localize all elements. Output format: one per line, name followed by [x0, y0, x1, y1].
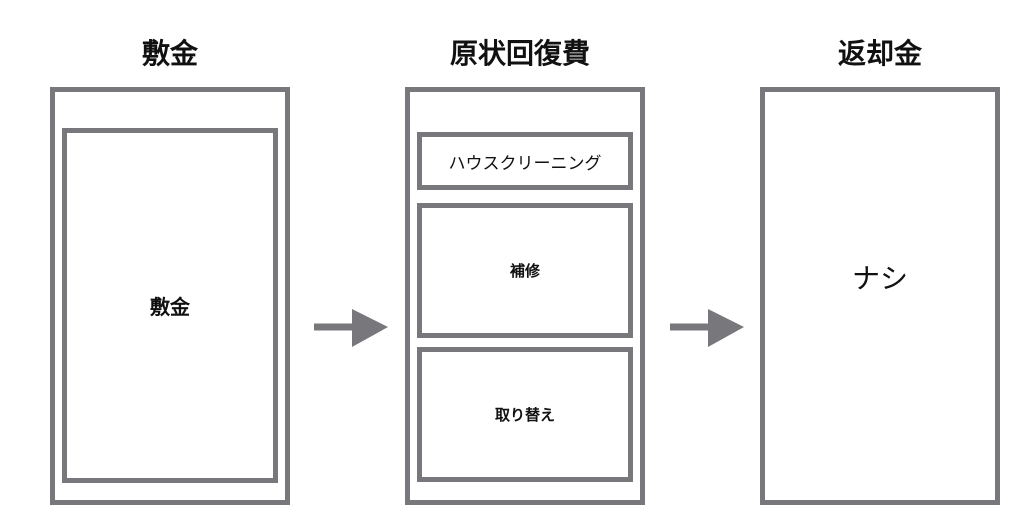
- arrow-icon: [670, 309, 744, 347]
- repair-label: 補修: [509, 262, 540, 280]
- deposit-outer-box: [50, 87, 290, 505]
- replacement-label: 取り替え: [494, 406, 555, 424]
- repair-box: 補修: [417, 203, 633, 338]
- deposit-inner-box: 敷金: [62, 128, 278, 483]
- house-cleaning-label: ハウスクリーニング: [448, 153, 602, 174]
- refund-box: ナシ: [760, 87, 1000, 505]
- replacement-box: 取り替え: [417, 347, 633, 482]
- deposit-label: 敷金: [150, 295, 190, 319]
- restoration-outer-box: [405, 87, 645, 505]
- column-title-restoration: 原状回復費: [449, 37, 590, 70]
- column-title-refund: 返却金: [837, 37, 922, 70]
- column-title-deposit: 敷金: [141, 37, 198, 70]
- house-cleaning-box: ハウスクリーニング: [417, 132, 633, 190]
- refund-label: ナシ: [851, 262, 908, 295]
- arrow-icon: [314, 309, 388, 347]
